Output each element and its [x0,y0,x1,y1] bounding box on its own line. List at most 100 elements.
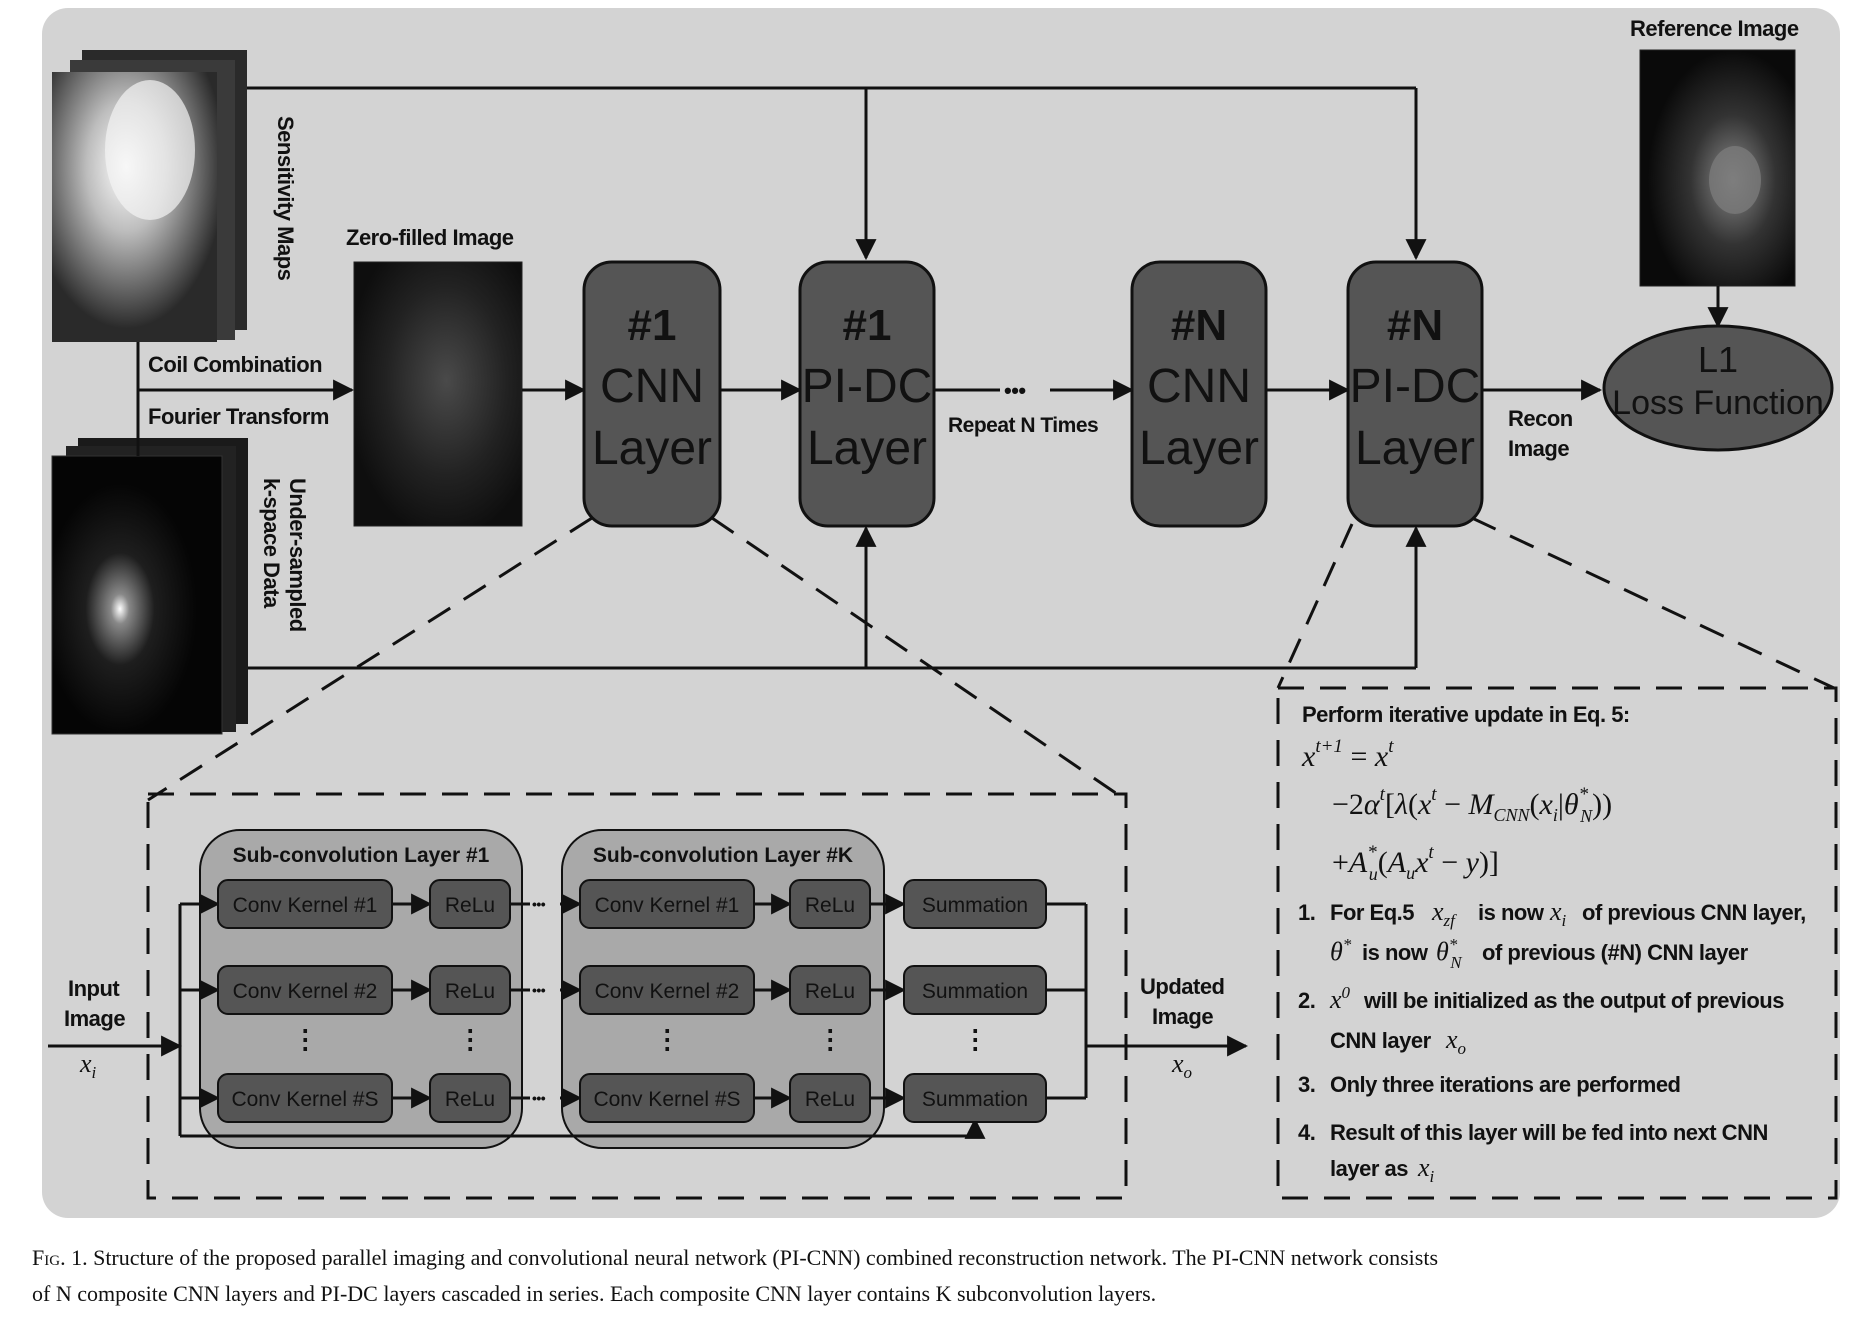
svg-text:⋮: ⋮ [457,1024,483,1054]
svg-text:CNN: CNN [1147,360,1251,413]
fourier-transform-label: Fourier Transform [148,404,329,429]
row-1-sub1: Conv Kernel #1 ReLu [217,879,511,929]
kspace-data-image [51,438,248,735]
svg-text:Only three iterations are perf: Only three iterations are performed [1330,1072,1681,1097]
pidc-layer-n-block: #N PI-DC Layer [1346,260,1484,528]
svg-text:ReLu: ReLu [445,894,495,917]
svg-text:PI-DC: PI-DC [1350,360,1481,413]
undersampled-label-2: k-space Data [259,478,284,609]
zero-filled-image [353,261,523,527]
input-var: xi [79,1049,97,1082]
svg-text:#1: #1 [843,301,892,350]
row-2-sub1: Conv Kernel #2 ReLu [217,965,511,1015]
svg-text:ReLu: ReLu [445,1088,495,1111]
undersampled-label-1: Under-sampled [285,478,310,632]
summation-s: Summation [903,1073,1047,1123]
svg-text:#N: #N [1171,301,1227,350]
svg-text:Result of this layer will be f: Result of this layer will be fed into ne… [1330,1120,1768,1145]
row-2-subk: Conv Kernel #2 ReLu [579,965,871,1015]
svg-text:•••: ••• [532,1090,546,1106]
pidc-item-3: 3. Only three iterations are performed [1298,1072,1681,1097]
pidc-item-2: 2. x0 will be initialized as the output … [1298,983,1785,1058]
cnn-detail-box [146,792,1128,1200]
svg-text:3.: 3. [1298,1072,1315,1097]
svg-text:Summation: Summation [922,894,1028,917]
repeat-ellipsis: ••• [1004,378,1026,403]
input-image-label-2: Image [64,1006,125,1031]
cnn-layer-n-block: #N CNN Layer [1130,260,1268,528]
caption-line-1: Structure of the proposed parallel imagi… [93,1245,1439,1270]
svg-text:PI-DC: PI-DC [802,360,933,413]
cnn-layer-1-block: #1 CNN Layer [582,260,722,528]
updated-image-label-1: Updated [1140,974,1225,999]
output-var: xo [1171,1049,1192,1082]
input-image-label-1: Input [68,976,120,1001]
l1-loss-function: L1 Loss Function [1602,324,1834,452]
svg-text:Layer: Layer [1139,422,1259,475]
sub-convolution-layer-1-title: Sub-convolution Layer #1 [233,844,490,867]
reference-image-label: Reference Image [1630,16,1799,41]
svg-text:•••: ••• [532,982,546,998]
svg-text:is now: is now [1362,940,1429,965]
updated-image-label-2: Image [1152,1004,1213,1029]
recon-label-2: Image [1508,436,1569,461]
svg-text:will be initialized as the out: will be initialized as the output of pre… [1363,988,1784,1013]
svg-text:Layer: Layer [1355,422,1475,475]
summation-2: Summation [903,965,1047,1015]
svg-text:ReLu: ReLu [805,1088,855,1111]
svg-text:layer as: layer as [1330,1156,1408,1181]
svg-text:Summation: Summation [922,980,1028,1003]
svg-text:Conv Kernel #S: Conv Kernel #S [593,1088,740,1111]
svg-text:Summation: Summation [922,1088,1028,1111]
coil-combination-label: Coil Combination [148,352,322,377]
svg-text:⋮: ⋮ [962,1024,988,1054]
summation-1: Summation [903,879,1047,929]
pidc-layer-1-block: #1 PI-DC Layer [798,260,936,528]
pidc-detail-title: Perform iterative update in Eq. 5: [1302,702,1630,727]
svg-text:Conv Kernel #1: Conv Kernel #1 [595,894,740,917]
equation-line-3: +A*u(Auxt − y)] [1332,842,1499,884]
svg-text:⋮: ⋮ [654,1024,680,1054]
figure-caption: Fig. 1. Structure of the proposed parall… [32,1240,1842,1312]
row-s-sub1: Conv Kernel #S ReLu [217,1073,511,1123]
pidc-detail-box [1276,686,1838,1200]
svg-text:Layer: Layer [592,422,712,475]
sensitivity-maps-image [52,50,247,342]
equation-line-1: xt+1 = xt [1301,736,1394,773]
recon-label-1: Recon [1508,406,1573,431]
svg-text:Loss Function: Loss Function [1612,384,1824,422]
svg-text:of previous CNN layer,: of previous CNN layer, [1582,900,1806,925]
repeat-n-times-label: Repeat N Times [948,414,1098,437]
svg-text:For Eq.5: For Eq.5 [1330,900,1414,925]
row-1-subk: Conv Kernel #1 ReLu [579,879,871,929]
svg-text:#1: #1 [628,301,677,350]
caption-line-2: of N composite CNN layers and PI-DC laye… [32,1281,1157,1306]
row-s-subk: Conv Kernel #S ReLu [579,1073,871,1123]
svg-text:Layer: Layer [807,422,927,475]
svg-text:Conv Kernel #1: Conv Kernel #1 [233,894,378,917]
zero-filled-label: Zero-filled Image [346,225,514,250]
figure-number: Fig. 1. [32,1245,88,1270]
pidc-item-1: 1. For Eq.5 xzf is now xi of previous CN… [1298,897,1806,972]
svg-text:•••: ••• [532,896,546,912]
svg-text:1.: 1. [1298,900,1315,925]
svg-text:#N: #N [1387,301,1443,350]
svg-text:ReLu: ReLu [805,894,855,917]
svg-text:Conv Kernel #2: Conv Kernel #2 [233,980,378,1003]
svg-text:L1: L1 [1698,339,1738,380]
svg-text:of previous (#N) CNN layer: of previous (#N) CNN layer [1482,940,1749,965]
svg-text:Conv Kernel #S: Conv Kernel #S [231,1088,378,1111]
svg-text:CNN: CNN [600,360,704,413]
svg-text:4.: 4. [1298,1120,1315,1145]
sensitivity-maps-label: Sensitivity Maps [273,116,298,281]
pi-cnn-diagram: Sensitivity Maps Under-sampled k-space D… [42,8,1840,1218]
svg-text:⋮: ⋮ [817,1024,843,1054]
equation-line-2: −2αt[λ(xt − MCNN(xi|θ*N)) [1332,784,1612,826]
svg-text:Conv Kernel #2: Conv Kernel #2 [595,980,740,1003]
svg-text:is now: is now [1478,900,1545,925]
svg-text:⋮: ⋮ [292,1024,318,1054]
svg-text:ReLu: ReLu [805,980,855,1003]
svg-text:2.: 2. [1298,988,1315,1013]
sub-convolution-layer-k-title: Sub-convolution Layer #K [593,844,853,867]
svg-text:CNN layer: CNN layer [1330,1028,1432,1053]
